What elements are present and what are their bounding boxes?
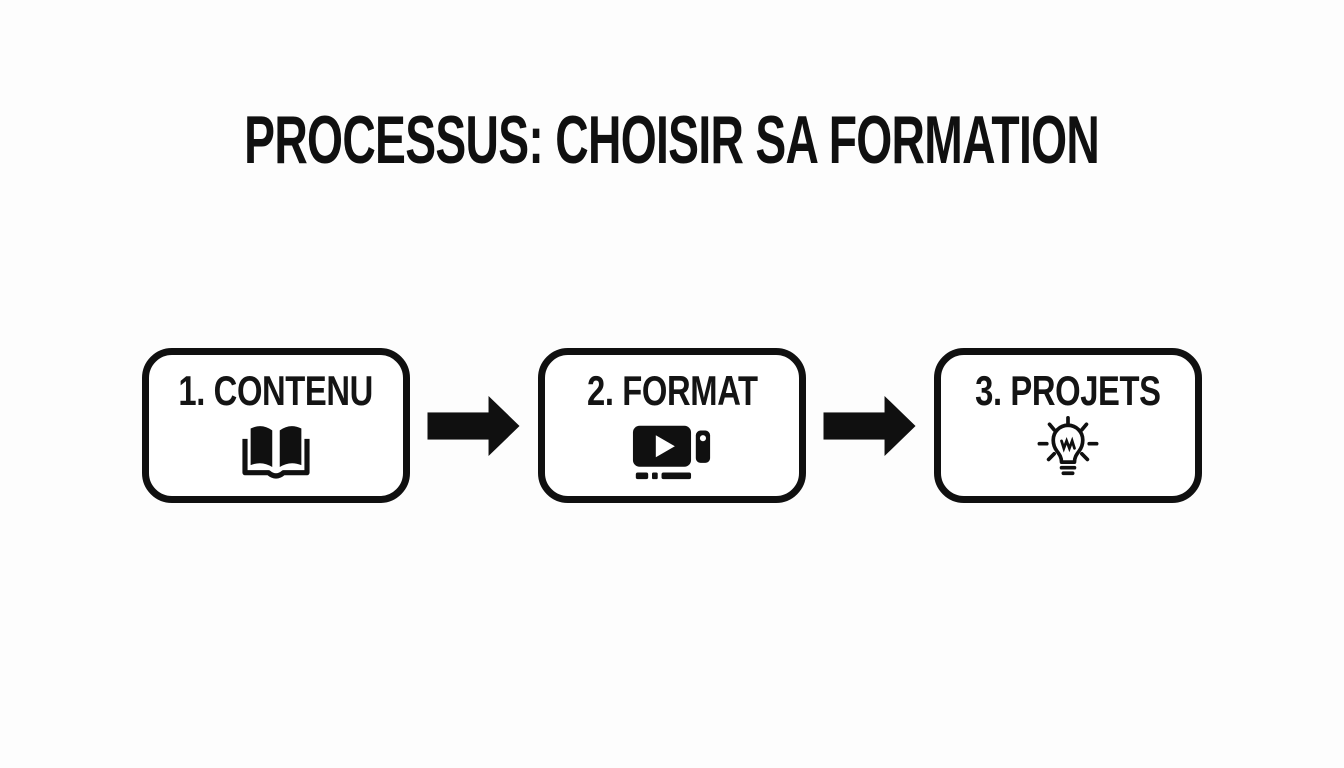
step-box-projets: 3. PROJETS — [934, 348, 1202, 503]
step-box-contenu: 1. CONTENU — [142, 348, 410, 503]
step-label: 2. FORMAT — [586, 367, 758, 414]
arrow-right-icon — [823, 394, 917, 458]
page-title-text: PROCESSUS: CHOISIR SA FORMATION — [244, 102, 1101, 178]
lightbulb-icon — [1032, 413, 1104, 496]
step-box-format: 2. FORMAT — [538, 348, 806, 503]
process-flow: 1. CONTENU 2. FORMAT — [0, 348, 1344, 503]
step-label: 1. CONTENU — [178, 367, 374, 414]
open-book-icon — [240, 413, 312, 496]
page-title: PROCESSUS: CHOISIR SA FORMATION — [0, 106, 1344, 174]
step-label: 3. PROJETS — [975, 367, 1161, 414]
arrow-right-icon — [427, 394, 521, 458]
video-player-icon — [632, 413, 712, 496]
